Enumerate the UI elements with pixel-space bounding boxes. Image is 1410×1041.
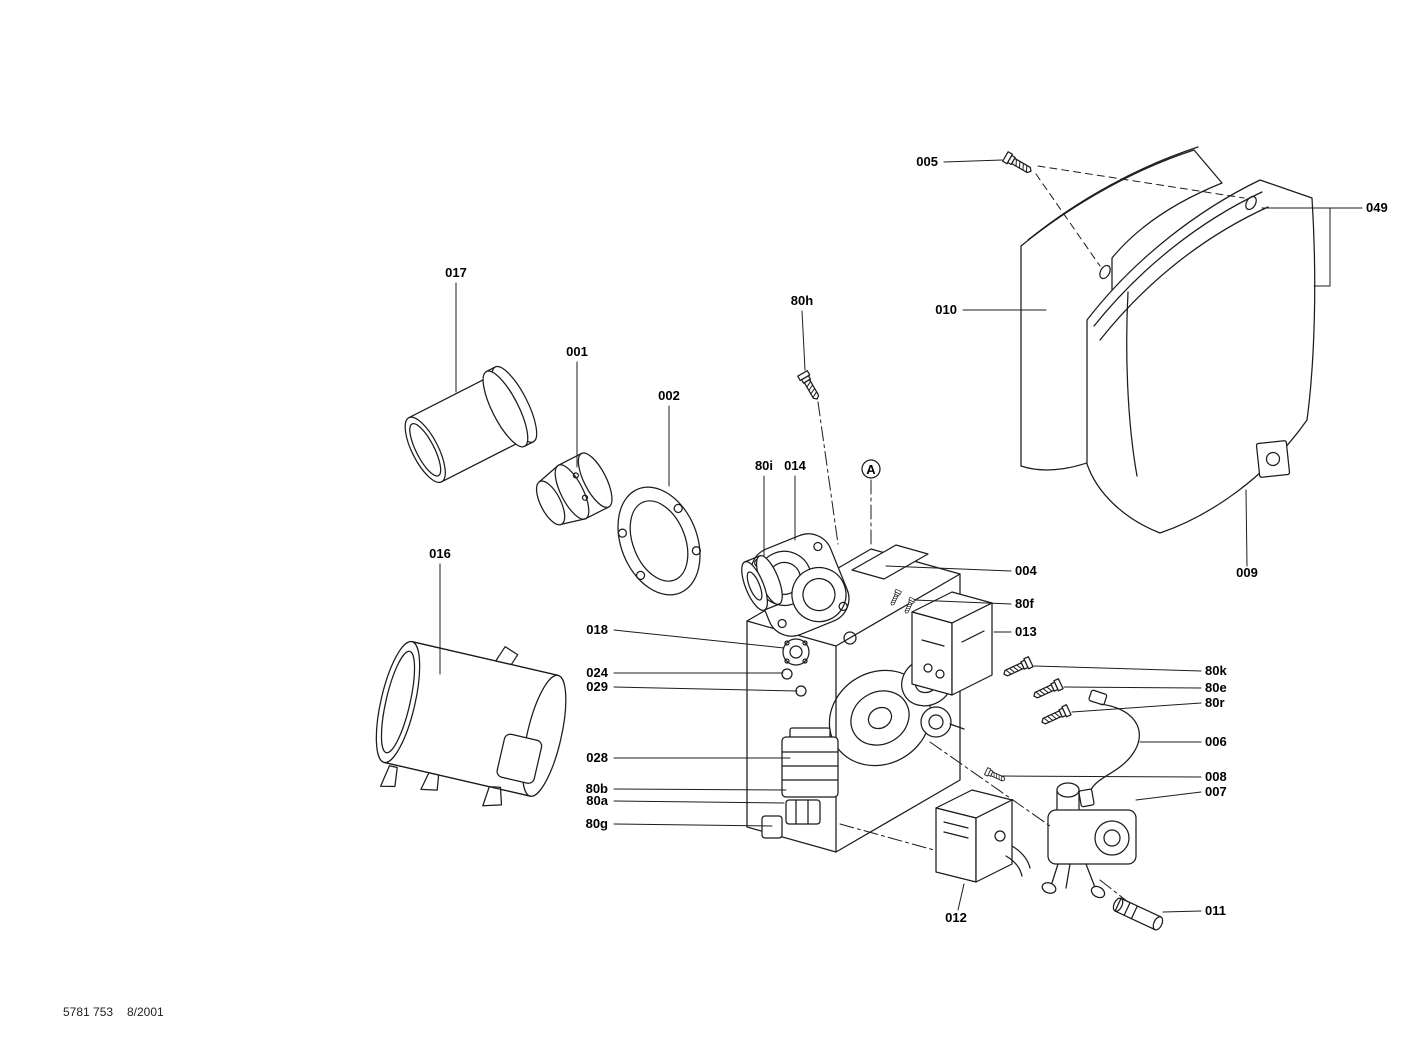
part-017-air-tube (404, 365, 538, 484)
callout-002: 002 (658, 388, 680, 487)
part-label-017: 017 (445, 265, 467, 280)
part-001-nozzle-cup (535, 452, 613, 526)
callout-80f: 80f (913, 596, 1034, 611)
callout-80h: 80h (791, 293, 813, 371)
part-007-oil-valve (1041, 782, 1137, 899)
part-label-007: 007 (1205, 784, 1227, 799)
part-label-006: 006 (1205, 734, 1227, 749)
callout-049: 049 (1261, 200, 1388, 287)
construction-lines (839, 741, 1129, 903)
cover-screw-hole (1245, 195, 1257, 211)
part-80i-adapter (741, 555, 783, 611)
footer: 5781 753 8/2001 (63, 1005, 164, 1019)
callout-80e: 80e (1063, 680, 1227, 695)
callout-011: 011 (1162, 903, 1226, 918)
callout-004: 004 (885, 563, 1037, 578)
callout-017: 017 (445, 265, 467, 393)
callout-010: 010 (935, 302, 1047, 317)
part-label-011: 011 (1205, 903, 1226, 918)
part-016-flame-tube (375, 640, 567, 807)
part-label-012: 012 (945, 910, 967, 925)
callout-028: 028 (586, 750, 791, 765)
cover-screw-hole (1099, 264, 1111, 280)
part-label-009: 009 (1236, 565, 1258, 580)
part-010-cover-left (1020, 146, 1223, 471)
part-label-005: 005 (916, 154, 938, 169)
part-label-010: 010 (935, 302, 957, 317)
part-006-cable (1078, 689, 1140, 808)
callout-80a: 80a (586, 793, 785, 808)
callout-80k: 80k (1033, 663, 1227, 678)
callout-005: 005 (916, 154, 1003, 169)
callout-80b: 80b (586, 781, 787, 796)
callout-007: 007 (1135, 784, 1227, 801)
part-013-control-box (911, 591, 993, 696)
part-005-cover-screw (1002, 151, 1245, 267)
part-label-013: 013 (1015, 624, 1037, 639)
part-80r-screw (1039, 704, 1072, 728)
part-80k-screw (1001, 656, 1034, 680)
igniter-coil-block (761, 727, 839, 839)
part-label-028: 028 (586, 750, 608, 765)
callout-80i: 80i (755, 458, 773, 557)
part-label-80r: 80r (1205, 695, 1225, 710)
cover-badge (1255, 440, 1291, 478)
part-label-80k: 80k (1205, 663, 1227, 678)
part-label-024: 024 (586, 665, 608, 680)
part-label-80i: 80i (755, 458, 773, 473)
doc-revision: 8/2001 (127, 1005, 164, 1019)
part-label-80h: 80h (791, 293, 813, 308)
part-012-ignition-unit (935, 789, 1031, 883)
part-label-80e: 80e (1205, 680, 1227, 695)
plug-80g (761, 815, 783, 839)
callout-013: 013 (993, 624, 1037, 639)
nozzle-flange (782, 638, 810, 666)
doc-number: 5781 753 (63, 1005, 113, 1019)
part-label-002: 002 (658, 388, 680, 403)
part-008-plug (984, 767, 1007, 784)
callout-029: 029 (586, 679, 798, 694)
part-002-gasket (617, 486, 701, 596)
callout-006: 006 (1139, 734, 1227, 749)
callout-A: A (861, 459, 881, 548)
part-label-029: 029 (586, 679, 608, 694)
callout-009: 009 (1236, 489, 1258, 580)
part-label-049: 049 (1366, 200, 1388, 215)
callout-80r: 80r (1071, 695, 1225, 713)
callout-018: 018 (586, 622, 785, 649)
connector-80a (785, 799, 821, 825)
fitting-024 (781, 668, 793, 680)
part-label-016: 016 (429, 546, 451, 561)
callout-008: 008 (1001, 769, 1227, 784)
callout-012: 012 (945, 883, 967, 925)
part-label-80b: 80b (586, 781, 608, 796)
marker-label-A: A (866, 462, 876, 477)
callout-014: 014 (784, 458, 807, 541)
part-009-cover-right (1086, 179, 1316, 534)
callout-016: 016 (429, 546, 451, 675)
part-label-001: 001 (566, 344, 588, 359)
part-label-008: 008 (1205, 769, 1227, 784)
part-label-004: 004 (1015, 563, 1037, 578)
part-label-018: 018 (586, 622, 608, 637)
rating-plate (851, 544, 929, 580)
part-label-80f: 80f (1015, 596, 1034, 611)
part-011-hose-nipple (1112, 897, 1164, 931)
part-label-80g: 80g (586, 816, 608, 831)
callout-80g: 80g (586, 816, 773, 831)
callout-001: 001 (566, 344, 588, 468)
part-label-014: 014 (784, 458, 806, 473)
sight-glass (843, 631, 857, 645)
part-label-80a: 80a (586, 793, 608, 808)
pump-port (920, 706, 952, 738)
callout-024: 024 (586, 665, 784, 680)
part-80h-screw (797, 370, 839, 545)
part-80e-screw (1031, 678, 1064, 702)
